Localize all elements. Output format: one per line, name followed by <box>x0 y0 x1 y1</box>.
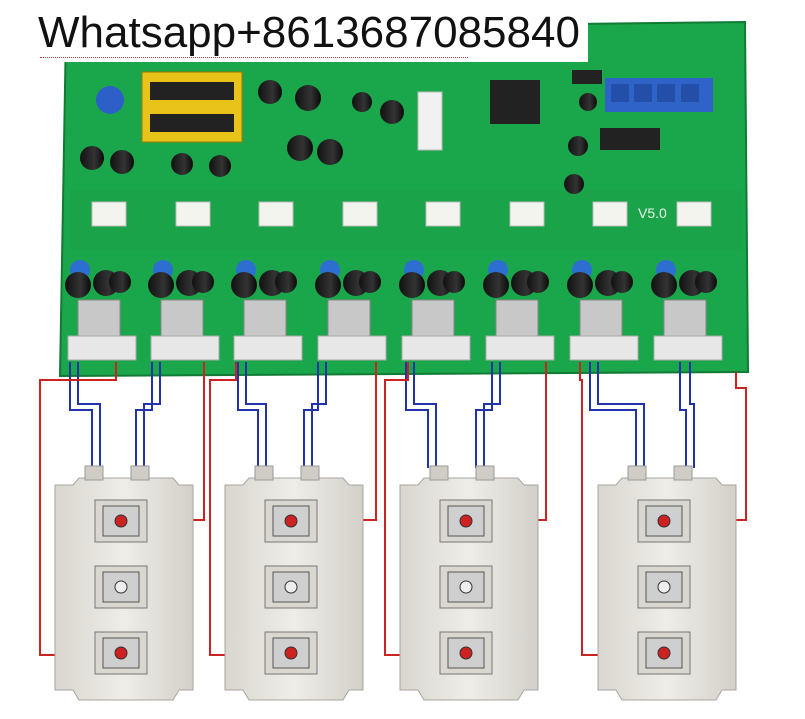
top-capacitors <box>80 80 597 194</box>
signal-wires <box>69 362 695 468</box>
optocoupler-row <box>91 201 712 227</box>
whatsapp-contact-banner: Whatsapp+8613687085840 <box>30 4 588 62</box>
pcb-board <box>58 20 750 378</box>
igbt-modules <box>54 465 737 701</box>
potentiometer-row <box>605 78 713 112</box>
board-version-label: V5.0 <box>638 205 667 221</box>
transformer <box>141 71 243 143</box>
microcontroller-chip <box>490 80 540 124</box>
driver-stages <box>65 260 723 361</box>
